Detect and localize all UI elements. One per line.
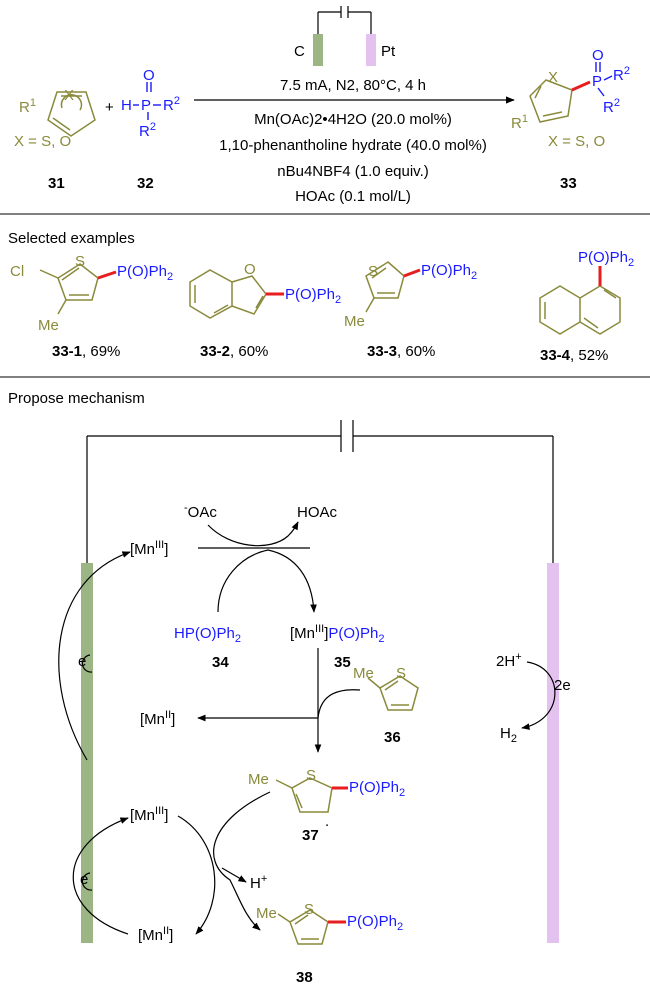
acetate-arrow — [207, 521, 299, 547]
compound-37-structure: S Me . P(O)Ph2 — [248, 767, 405, 830]
anode-oxidation-lower-arrow — [72, 817, 129, 935]
example-33-2-label: 33-2, 60% — [200, 343, 268, 360]
svg-text:S: S — [396, 665, 406, 682]
compound-35-label: 35 — [334, 654, 351, 671]
mn3-reduction-arrow — [177, 815, 216, 935]
example-33-3-structure: S Me P(O)Ph2 — [344, 261, 477, 330]
svg-text:O: O — [592, 47, 604, 64]
svg-text:Me: Me — [38, 317, 59, 334]
svg-text:R2: R2 — [613, 65, 630, 84]
mn3-lower-label: [MnIII] — [130, 805, 168, 824]
mn2-upper-label: [MnII] — [140, 709, 175, 728]
substrate-31-structure — [47, 91, 96, 137]
two-electrons-label: 2e — [554, 677, 571, 694]
svg-text:Me: Me — [353, 665, 374, 682]
svg-text:Cl: Cl — [10, 263, 24, 280]
svg-text:H: H — [121, 97, 132, 114]
hydrogen-label: H2 — [500, 725, 517, 745]
reagent-32-structure: H P O R2 R2 — [121, 67, 180, 140]
substrate-x-label: X = S, O — [14, 133, 71, 150]
compound-34-label: 34 — [212, 654, 229, 671]
compound-36-label: 36 — [384, 729, 401, 746]
oxidation-to-product-arrow — [213, 791, 271, 931]
example-33-1-structure: S Cl Me P(O)Ph2 — [10, 253, 173, 334]
proton-label: H+ — [250, 873, 267, 892]
heteroatom-x: X — [64, 87, 74, 104]
hp-label: HP(O)Ph2 — [174, 625, 241, 645]
example-33-3-label: 33-3, 60% — [367, 343, 435, 360]
condition-line-3: 1,10-phenantholine hydrate (40.0 mol%) — [219, 137, 487, 154]
svg-text:Me: Me — [344, 313, 365, 330]
proton-reduction-arrow — [521, 661, 556, 730]
svg-text:.: . — [325, 813, 329, 830]
condition-line-2: Mn(OAc)2•4H2O (20.0 mol%) — [254, 111, 452, 128]
svg-text:R2: R2 — [163, 95, 180, 114]
product-33-structure — [529, 79, 573, 123]
compound-32-label: 32 — [137, 175, 154, 192]
product-heteroatom-x: X — [548, 69, 558, 86]
mechanism-circuit — [86, 420, 554, 563]
svg-text:S: S — [306, 767, 316, 784]
svg-text:P(O)Ph2: P(O)Ph2 — [578, 249, 634, 269]
two-protons-label: 2H+ — [496, 651, 522, 670]
svg-text:P: P — [141, 97, 151, 114]
svg-text:P(O)Ph2: P(O)Ph2 — [349, 779, 405, 799]
compound-38-structure: S Me P(O)Ph2 — [256, 901, 403, 945]
product-phosphoryl: P O R2 R2 — [592, 47, 630, 116]
compound-31-label: 31 — [48, 175, 65, 192]
svg-text:P(O)Ph2: P(O)Ph2 — [421, 262, 477, 282]
svg-text:P(O)Ph2: P(O)Ph2 — [347, 913, 403, 933]
platinum-cathode — [547, 563, 559, 943]
mechanism-heading: Propose mechanism — [8, 390, 145, 407]
svg-text:S: S — [368, 263, 378, 280]
condition-line-4: nBu4NBF4 (1.0 equiv.) — [277, 163, 428, 180]
carbon-anode-icon — [313, 34, 323, 66]
svg-text:R2: R2 — [139, 121, 156, 140]
example-33-2-structure: O P(O)Ph2 — [189, 261, 341, 319]
svg-text:S: S — [304, 901, 314, 918]
electron-lower: e — [80, 871, 88, 888]
condition-line-1: 7.5 mA, N2, 80°C, 4 h — [280, 77, 426, 94]
ligand-exchange-arrow — [217, 549, 317, 613]
new-c-p-bond — [571, 80, 591, 92]
compound-37-label: 37 — [302, 827, 319, 844]
svg-text:P(O)Ph2: P(O)Ph2 — [117, 263, 173, 283]
svg-text:R2: R2 — [603, 97, 620, 116]
compound-36-structure: S Me — [353, 665, 419, 711]
condition-line-5: HOAc (0.1 mol/L) — [295, 188, 411, 205]
compound-38-label: 38 — [296, 969, 313, 986]
examples-heading: Selected examples — [8, 230, 135, 247]
substituent-r1: R1 — [19, 97, 36, 116]
mn3-upper-label: [MnIII] — [130, 539, 168, 558]
svg-text:Me: Me — [256, 905, 277, 922]
mn-p-label: [MnIII]P(O)Ph2 — [290, 623, 385, 645]
svg-text:P(O)Ph2: P(O)Ph2 — [285, 286, 341, 306]
proton-loss-arrow — [221, 867, 247, 883]
svg-text:Me: Me — [248, 771, 269, 788]
example-33-1-label: 33-1, 69% — [52, 343, 120, 360]
platinum-cathode-icon — [366, 34, 376, 66]
example-33-4-structure: P(O)Ph2 — [539, 249, 634, 335]
acetate-label: -OAc — [184, 502, 217, 521]
product-substituent-r1: R1 — [511, 113, 528, 132]
svg-text:S: S — [75, 253, 85, 270]
svg-text:P: P — [592, 73, 602, 90]
svg-text:O: O — [244, 261, 256, 278]
anode-oxidation-upper-arrow — [58, 551, 131, 761]
plus-sign: + — [105, 99, 114, 116]
anode-label: C — [294, 43, 305, 60]
compound-33-label: 33 — [560, 175, 577, 192]
svg-text:O: O — [143, 67, 155, 84]
example-33-4-label: 33-4, 52% — [540, 347, 608, 364]
hoac-label: HOAc — [297, 504, 338, 521]
product-x-label: X = S, O — [548, 133, 605, 150]
electrolysis-cell-icon: C Pt — [294, 6, 396, 66]
cathode-label: Pt — [381, 43, 396, 60]
mn2-lower-label: [MnII] — [138, 925, 173, 944]
